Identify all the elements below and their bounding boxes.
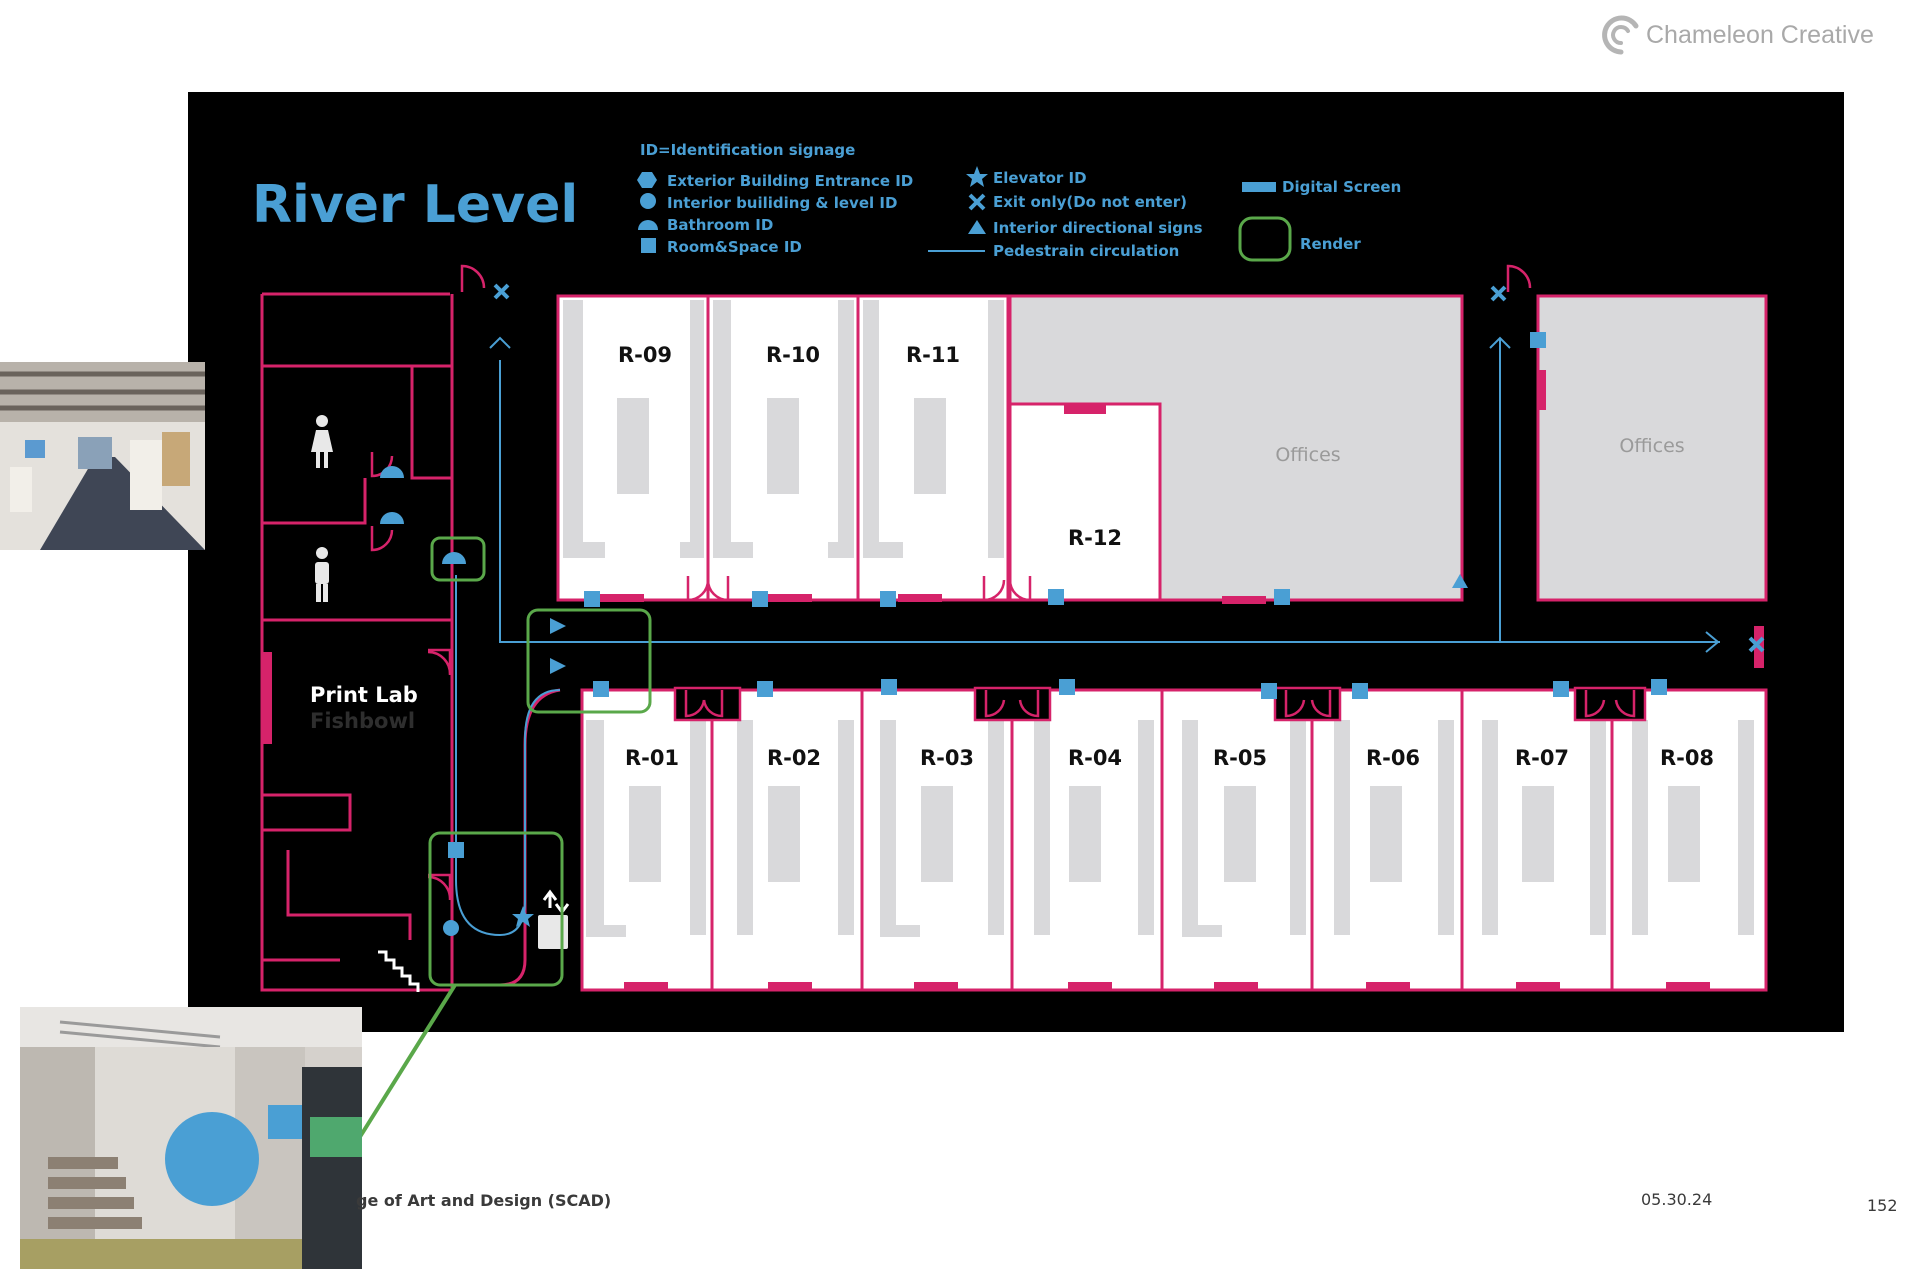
room-id-signs (380, 332, 1667, 936)
offices-label: Offices (1619, 435, 1684, 457)
room-label: R-12 (1068, 526, 1122, 550)
circle-icon (640, 193, 656, 209)
legend-label: Render (1300, 235, 1361, 253)
bottom-rooms (580, 686, 1768, 992)
legend-label: Exit only(Do not enter) (993, 193, 1187, 211)
restroom-icons (311, 415, 333, 602)
room-label: R-02 (767, 746, 821, 770)
room-label: R-01 (625, 746, 679, 770)
legend-label: Exterior Building Entrance ID (667, 172, 913, 190)
room-label: R-03 (920, 746, 974, 770)
stairwell-render-photo (20, 1007, 362, 1269)
women-restroom-icon (311, 415, 333, 468)
room-label: R-06 (1366, 746, 1420, 770)
triangle-icon (968, 220, 986, 234)
room-labels: R-09 R-10 R-11 R-12 R-01 R-02 R-03 R-04 … (618, 343, 1714, 770)
room-label: R-07 (1515, 746, 1569, 770)
room-label: R-11 (906, 343, 960, 367)
room-label: R-08 (1660, 746, 1714, 770)
level-id-sign (165, 1112, 259, 1206)
render-markers (356, 536, 652, 1142)
gallery-render-photo (0, 362, 205, 550)
legend-label: Room&Space ID (667, 238, 802, 256)
bar-icon (1242, 182, 1276, 192)
brand-name: Chameleon Creative (1646, 20, 1874, 49)
legend-label: Pedestrain circulation (993, 242, 1179, 260)
star-icon (966, 166, 988, 187)
men-restroom-icon (315, 547, 329, 602)
half-circle-icon (638, 220, 658, 230)
office-labels: Offices Offices (1275, 435, 1684, 466)
room-id-sign (268, 1105, 302, 1139)
legend-heading: ID=Identification signage (640, 141, 855, 159)
legend-label: Interior directional signs (993, 219, 1203, 237)
exit-only-signs (493, 283, 1765, 653)
top-rooms (556, 294, 1010, 602)
circulation-paths (455, 336, 1720, 936)
footer-date: 05.30.24 (1641, 1190, 1713, 1209)
brand-logo: Chameleon Creative (1600, 12, 1874, 58)
square-icon (641, 238, 656, 253)
top-door-arcs (686, 576, 1032, 602)
room-label: R-05 (1213, 746, 1267, 770)
legend-label: Digital Screen (1282, 178, 1401, 196)
offices-screen-east (1538, 370, 1546, 410)
offices-label: Offices (1275, 444, 1340, 466)
cross-icon (968, 193, 986, 211)
rounded-square-icon (1238, 216, 1292, 262)
footer-org: ge of Art and Design (SCAD) (356, 1191, 612, 1210)
stairs-icon (378, 950, 420, 992)
room-label: R-10 (766, 343, 820, 367)
print-lab-label: Print Lab (310, 683, 418, 707)
page-title: River Level (252, 175, 578, 235)
offices-block-east (1536, 294, 1768, 602)
fishbowl-label: Fishbowl (310, 709, 415, 733)
legend-label: Interior builiding & level ID (667, 194, 897, 212)
room-r12 (1008, 402, 1162, 602)
chameleon-swirl-icon (1602, 15, 1639, 55)
legend-label: Elevator ID (993, 169, 1087, 187)
room-label: R-04 (1068, 746, 1122, 770)
hexagon-icon (637, 172, 657, 188)
page-number: 152 (1867, 1196, 1898, 1215)
print-lab-screen (262, 652, 272, 744)
legend-label: Bathroom ID (667, 216, 773, 234)
legend: ID=Identification signage Exterior Build… (637, 141, 1401, 262)
r12-screen (1064, 404, 1106, 414)
room-label: R-09 (618, 343, 672, 367)
